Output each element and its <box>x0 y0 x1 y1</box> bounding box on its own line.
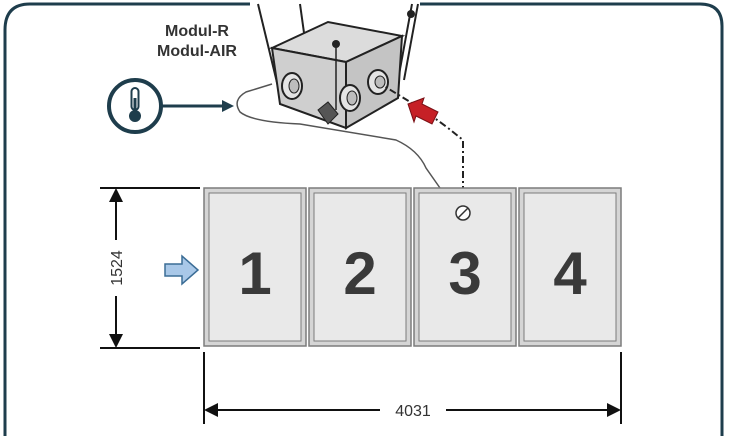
width-arrow-right <box>607 403 621 417</box>
sensor-arrow <box>162 100 234 112</box>
panel-outlet-icon <box>455 205 471 221</box>
hook-dot <box>407 10 415 18</box>
inlet-arrow-icon <box>164 254 200 286</box>
width-dimension-label: 4031 <box>395 403 431 420</box>
duct-spigot-left <box>281 72 303 100</box>
thermometer-icon <box>107 78 163 134</box>
duct-spigot-middle <box>339 84 361 112</box>
width-arrow-left <box>204 403 218 417</box>
panel-2: 2 <box>308 187 412 347</box>
device-label-line2: Modul-AIR <box>157 43 237 60</box>
device-label-line1: Modul-R <box>165 23 229 40</box>
panel-3: 3 <box>413 187 517 347</box>
width-dimension <box>203 352 622 424</box>
panel-number: 3 <box>448 240 481 307</box>
sensor-cable <box>236 83 441 189</box>
panel-number: 4 <box>553 240 587 307</box>
panel-number: 2 <box>343 240 376 307</box>
panel-number: 1 <box>238 240 271 307</box>
height-dimension-label: 1524 <box>109 250 126 286</box>
duct-spigot-right <box>367 69 389 95</box>
modul-unit <box>268 20 406 130</box>
height-arrow-top <box>109 188 123 202</box>
height-dimension <box>100 187 200 349</box>
outer-frame <box>3 2 724 436</box>
red-flow-arrow-icon <box>407 97 439 125</box>
panel-4: 4 <box>518 187 622 347</box>
height-arrow-bottom <box>109 334 123 348</box>
panel-1: 1 <box>203 187 307 347</box>
